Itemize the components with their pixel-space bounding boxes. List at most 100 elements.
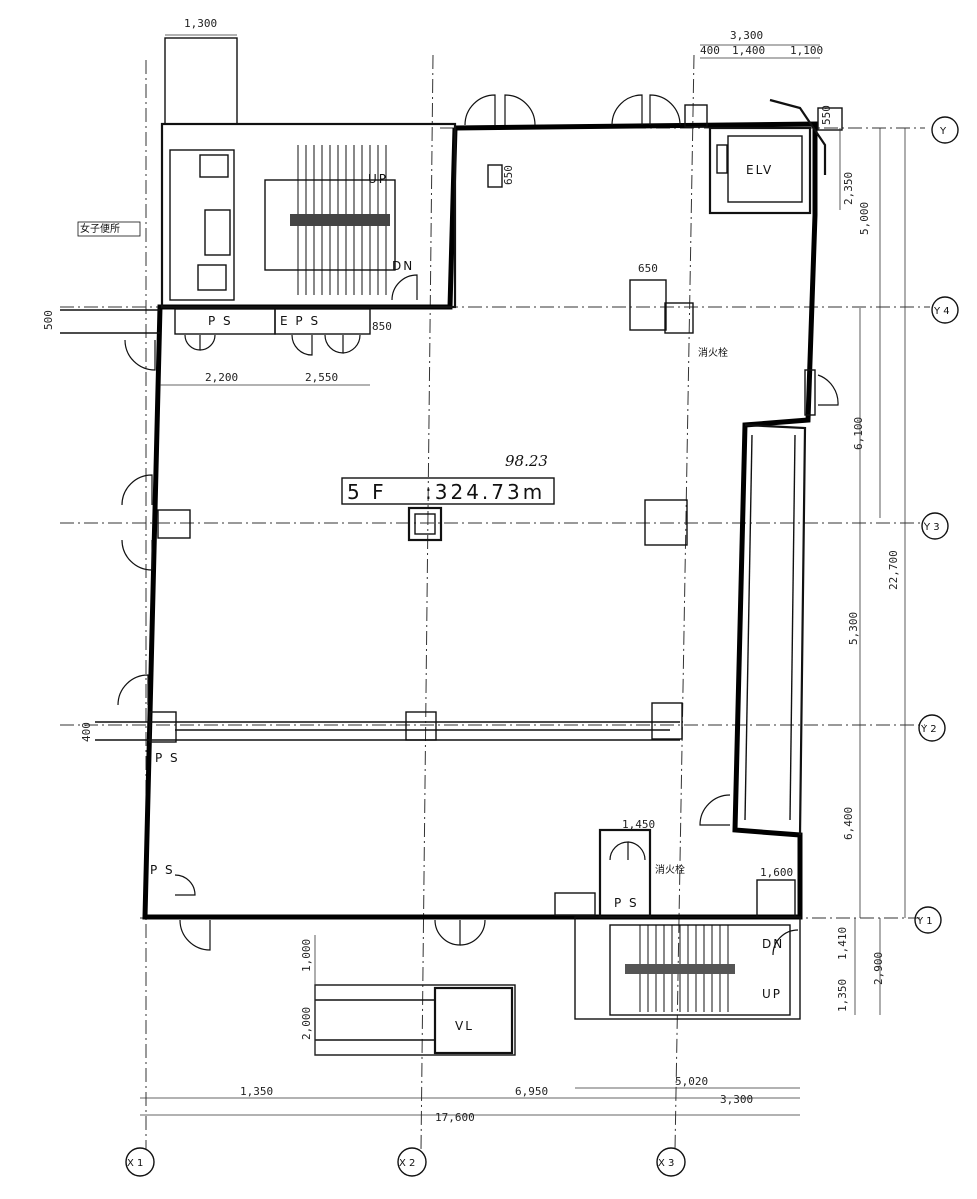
axis-y1-label: Y 1 [916, 916, 933, 927]
vl-box [433, 986, 514, 1055]
floor-area: :324.73m [425, 480, 545, 504]
door-top-b [504, 94, 536, 126]
dim-top-right-b: 1,400 [732, 44, 765, 57]
stairs-up-top: UP [368, 172, 388, 186]
dim-top-left: 1,300 [184, 17, 217, 30]
elevator-car [727, 135, 803, 203]
vl-area [314, 984, 516, 1056]
door-right-a [817, 374, 839, 406]
eps-top-label: E P S [280, 314, 320, 328]
toilet-stall-1 [199, 154, 229, 178]
wall-right-inner2 [744, 434, 753, 821]
dim-top-right-a: 400 [700, 44, 720, 57]
axis-x1-label: X 1 [127, 1158, 143, 1169]
dim-right-d: 6,400 [842, 807, 855, 840]
door-left-c [121, 539, 153, 571]
dim-top-right-total: 3,300 [730, 29, 763, 42]
column-right-edge [804, 369, 816, 416]
vl-outer [314, 984, 516, 1056]
dim-right-a: 5,000 [858, 202, 871, 235]
door-ps-a [184, 334, 201, 351]
ps-bottom-label: P S [614, 896, 639, 910]
elevator-corner-post [684, 104, 708, 128]
grid-x2 [420, 54, 434, 1151]
door-top-d [649, 94, 681, 126]
grid-x3 [674, 54, 695, 1151]
dim-top-right-c: 1,100 [790, 44, 823, 57]
dim-bot-3300: 3,300 [720, 1093, 753, 1106]
axis-x2-label: X 2 [399, 1158, 415, 1169]
axis-y4-label: Y 4 [933, 306, 950, 317]
dim-right-e: 1,410 [836, 927, 849, 960]
dim-vl-2000: 2,000 [300, 1007, 313, 1040]
main-wall [142, 121, 818, 920]
handwritten-note: 98.23 [505, 452, 548, 470]
door-left-b [121, 474, 153, 506]
axis-y3-label: Y 3 [923, 522, 940, 533]
floor-label: 5 F [347, 480, 387, 504]
dim-left-400: 400 [80, 722, 93, 742]
dim-right-f: 1,350 [836, 979, 849, 1012]
toilet-block [169, 149, 235, 301]
dim-top-650: 650 [502, 165, 515, 185]
axis-bubble-x3 [656, 1147, 686, 1177]
door-left-d [117, 674, 149, 706]
axis-bubble-x2 [397, 1147, 427, 1177]
dim-right-total: 22,700 [887, 550, 900, 590]
axis-y2-label: Y 2 [920, 724, 937, 735]
toilet-label-box [77, 221, 141, 237]
column-mid-low [405, 711, 437, 741]
toilet-label: 女子便所 [80, 222, 120, 235]
door-bottom-c [459, 919, 486, 946]
bottom-right-core [554, 828, 801, 1020]
door-eps-b [324, 334, 344, 354]
doors [117, 94, 839, 956]
door-left-a [124, 339, 156, 371]
floor-area-box [341, 477, 555, 505]
door-top-c [611, 94, 643, 126]
axis-bubble-y5 [931, 116, 959, 144]
toilet-stall-3 [197, 264, 227, 291]
column-right-mid [644, 499, 688, 546]
fire-hydrant-top: 消火栓 [698, 346, 728, 359]
dim-650: 650 [638, 262, 658, 275]
dim-vl-1000: 1,000 [300, 939, 313, 972]
wall-right-inner3 [789, 434, 796, 821]
dim-right-c: 5,300 [847, 612, 860, 645]
dim-1600: 1,600 [760, 866, 793, 879]
column-right-low [651, 702, 683, 740]
stairs-dn-top: DN [392, 259, 414, 273]
dim-ps-width: 2,200 [205, 371, 238, 384]
stair-landing-bottom [625, 964, 735, 974]
vl-label: VL [455, 1019, 474, 1033]
columns [149, 279, 816, 743]
fire-hydrant-bottom: 消火栓 [655, 863, 685, 876]
elevator-note-box [817, 107, 843, 131]
door-ps-b [199, 334, 216, 351]
dim-bot-total: 17,600 [435, 1111, 475, 1124]
core-outline [160, 122, 457, 309]
fire-hydrant-box [554, 892, 596, 916]
axis-bubble-y3 [921, 512, 949, 540]
stair-landing-bar [290, 214, 390, 226]
axis-y5-label: Y [939, 126, 947, 137]
dim-right-small: 550 [820, 105, 833, 125]
elevator-diag-wall [769, 98, 827, 175]
top-protrusion [164, 37, 238, 125]
dim-right-g: 2,900 [872, 952, 885, 985]
stairs-bottom-inner [609, 924, 791, 1016]
column-center [407, 506, 443, 542]
door-top-a [464, 94, 496, 126]
top-left-core [60, 37, 503, 335]
door-stair-bottom [772, 929, 799, 956]
dim-850: 850 [372, 320, 392, 333]
axis-bubble-y2 [918, 714, 946, 742]
ps-left-mid-label: P S [155, 751, 180, 765]
column-top-right [487, 164, 503, 188]
outer-walls [142, 121, 818, 920]
dim-right-b: 6,100 [852, 417, 865, 450]
door-left-ps [174, 874, 196, 896]
axis-bubble-x1 [125, 1147, 155, 1177]
door-dn-top [391, 274, 418, 301]
